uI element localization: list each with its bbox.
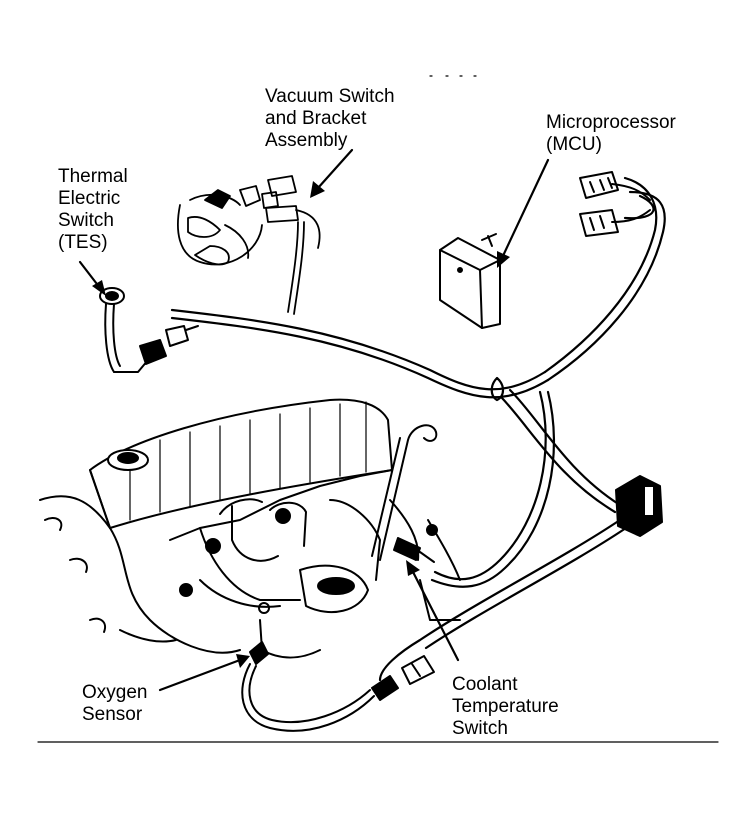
- thermal-switch-label-line-2: Electric: [58, 188, 121, 209]
- vacuum-switch-label-line-1: Vacuum Switch: [265, 86, 395, 107]
- harness-connector: [615, 475, 663, 537]
- oxygen-sensor-arrow: [158, 654, 250, 692]
- coolant-switch-label: Coolant Temperature Switch: [452, 674, 559, 740]
- engine-block: [39, 398, 461, 659]
- vacuum-switch-label-line-3: Assembly: [265, 130, 348, 151]
- coolant-switch-label-line-3: Switch: [452, 718, 508, 739]
- thermal-switch-label-line-3: Switch: [58, 210, 114, 231]
- thermal-electric-switch: [99, 287, 199, 373]
- vacuum-switch-label-line-2: and Bracket: [265, 108, 367, 129]
- microprocessor-label-line-2: (MCU): [546, 134, 602, 155]
- coolant-switch-label-line-2: Temperature: [452, 696, 559, 717]
- mcu-arrow: [497, 158, 550, 268]
- oxygen-sensor-label: Oxygen Sensor: [82, 682, 147, 726]
- microprocessor-label-line-1: Microprocessor: [546, 112, 676, 133]
- vacuum-switch-label: Vacuum Switch and Bracket Assembly: [265, 86, 395, 152]
- thermal-switch-label-line-1: Thermal: [58, 166, 128, 187]
- mcu-connectors: [579, 171, 651, 237]
- microprocessor-label: Microprocessor (MCU): [546, 112, 676, 156]
- microprocessor-module: [439, 233, 501, 329]
- vacuum-switch-arrow: [310, 148, 354, 198]
- oxygen-sensor-label-line-1: Oxygen: [82, 682, 148, 703]
- oxygen-sensor-label-line-2: Sensor: [82, 704, 143, 725]
- vacuum-switch-assembly: [177, 175, 321, 315]
- thermal-switch-arrow: [78, 260, 106, 296]
- thermal-switch-label-line-4: (TES): [58, 232, 108, 253]
- coolant-switch-label-line-1: Coolant: [452, 674, 518, 695]
- wiring-harness: [170, 176, 666, 682]
- coolant-temperature-switch: [393, 537, 435, 563]
- thermal-switch-label: Thermal Electric Switch (TES): [58, 166, 128, 254]
- coolant-switch-arrow: [406, 560, 460, 662]
- oxygen-sensor: [241, 641, 435, 732]
